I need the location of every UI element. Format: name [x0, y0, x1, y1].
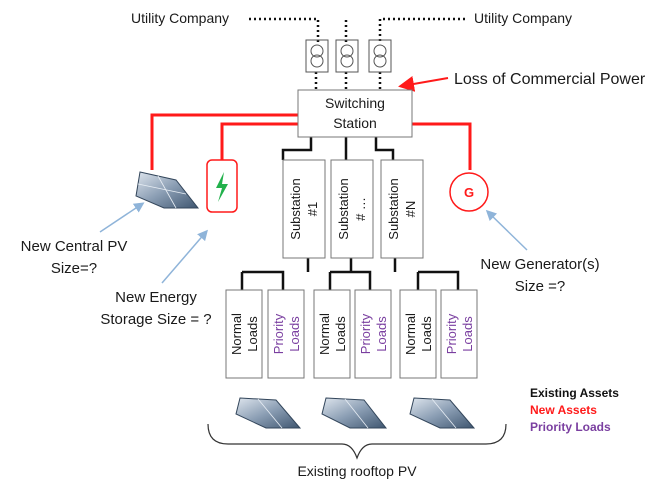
normal-load-line1: Normal: [403, 313, 418, 355]
normal-load-line2: Loads: [419, 316, 434, 352]
substation-1-line1: Substation: [288, 178, 303, 239]
substation-2-line2: # …: [353, 197, 368, 221]
generator-icon: G: [449, 172, 489, 212]
switching-station: [297, 89, 413, 138]
normal-load-box: [399, 289, 437, 379]
rooftop-brace: [207, 423, 507, 460]
storage-line2: Storage Size = ?: [100, 311, 211, 328]
priority-load-box: [440, 289, 478, 379]
priority-load-line1: Priority: [358, 313, 373, 354]
load-group-n: Normal Loads Priority Loads: [399, 289, 478, 379]
normal-load-box: [313, 289, 351, 379]
utility-feed-left: [249, 17, 320, 44]
load-group-1: Normal Loads Priority Loads: [225, 289, 305, 379]
generator-line: [412, 122, 472, 170]
substation-1: [282, 159, 326, 259]
feeder-1: [281, 137, 313, 160]
generator-line1: New Generator(s): [480, 256, 599, 273]
substation-n-line2: #N: [403, 201, 418, 218]
bus-2: [328, 258, 372, 290]
substation-n-line1: Substation: [386, 178, 401, 239]
battery-icon: [206, 159, 238, 213]
storage-pointer: [161, 229, 208, 284]
substation-2-line1: Substation: [336, 178, 351, 239]
normal-load-line1: Normal: [317, 313, 332, 355]
loss-of-power-label: Loss of Commercial Power: [454, 71, 646, 88]
substation-2: [330, 159, 374, 259]
central-pv-line: [150, 113, 298, 170]
utility-company-left: Utility Company: [131, 10, 229, 26]
priority-load-line2: Loads: [287, 316, 302, 352]
priority-load-line1: Priority: [271, 313, 286, 354]
generator-pointer: [485, 209, 528, 251]
rooftop-pv-panel-icon: [235, 397, 302, 429]
legend-existing: Existing Assets: [530, 386, 619, 400]
rooftop-pv-panel-icon: [321, 397, 388, 429]
substation-n: [380, 159, 424, 259]
normal-load-box: [225, 289, 263, 379]
legend: Existing Assets New Assets Priority Load…: [530, 386, 619, 434]
loss-arrow: [398, 76, 449, 92]
feeder-n: [374, 137, 395, 160]
utility-feed-right: [378, 17, 465, 44]
storage-line1: New Energy: [115, 289, 197, 306]
bus-1: [240, 258, 310, 290]
normal-load-line2: Loads: [245, 316, 260, 352]
bus-n: [393, 258, 460, 290]
central-pv-pointer: [99, 202, 145, 233]
substation-1-line2: #1: [305, 202, 320, 216]
normal-load-line2: Loads: [333, 316, 348, 352]
priority-load-line2: Loads: [460, 316, 475, 352]
legend-new: New Assets: [530, 403, 597, 417]
transformer-icon: [305, 39, 329, 73]
switching-line1: Switching: [325, 95, 385, 111]
rooftop-pv-panel-icon: [409, 397, 476, 429]
legend-priority: Priority Loads: [530, 420, 611, 434]
switching-line2: Station: [333, 115, 377, 131]
priority-load-line1: Priority: [444, 313, 459, 354]
utility-company-right: Utility Company: [474, 10, 572, 26]
generator-symbol: G: [464, 185, 474, 200]
central-pv-line1: New Central PV: [21, 238, 128, 255]
storage-line: [220, 122, 298, 160]
priority-load-box: [354, 289, 392, 379]
generator-line2: Size =?: [515, 278, 565, 295]
normal-load-line1: Normal: [229, 313, 244, 355]
rooftop-pv-label: Existing rooftop PV: [297, 463, 417, 479]
central-pv-panel-icon: [135, 171, 200, 209]
utility-feed-drops: [314, 72, 382, 90]
transformer-icon: [368, 39, 392, 73]
transformer-icon: [335, 39, 359, 73]
central-pv-line2: Size=?: [51, 260, 97, 277]
priority-load-box: [267, 289, 305, 379]
load-group-2: Normal Loads Priority Loads: [313, 289, 392, 379]
priority-load-line2: Loads: [374, 316, 389, 352]
